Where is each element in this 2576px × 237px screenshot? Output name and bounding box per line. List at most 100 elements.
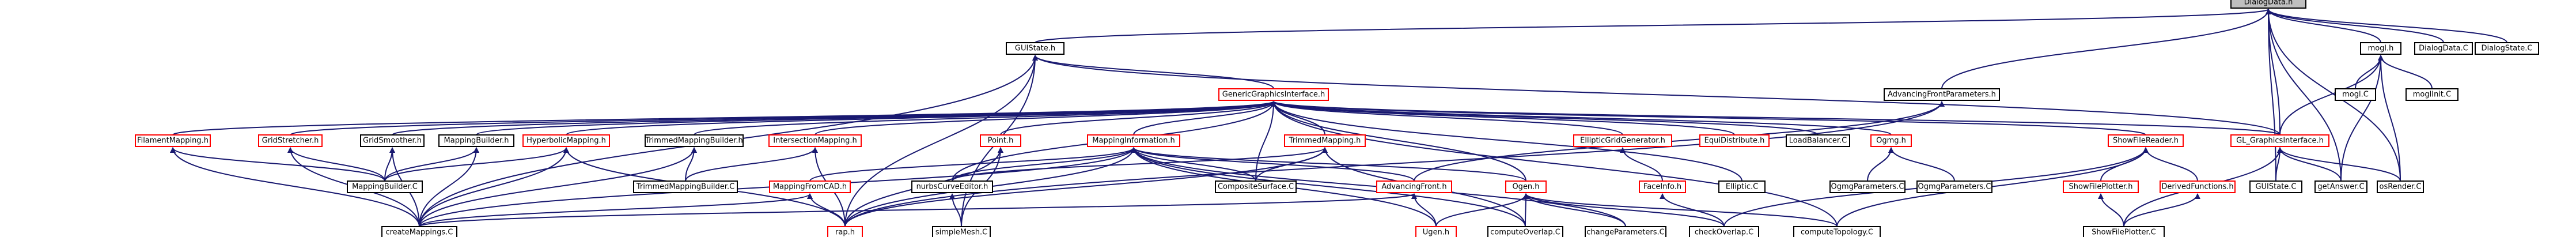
node-box	[2083, 226, 2165, 237]
node-box	[360, 134, 425, 147]
node-box	[522, 134, 610, 147]
node-trimmedmappingbuilder_h[interactable]: TrimmedMappingBuilder.h	[645, 134, 744, 147]
node-getanswer_c[interactable]: getAnswer.C	[2314, 180, 2367, 193]
edge-checkoverlap_c-to-ogen_h	[1523, 193, 1725, 227]
node-box	[1639, 180, 1686, 193]
node-computeoverlap_c[interactable]: computeOverlap.C	[1487, 226, 1563, 237]
edge-gl_graphicsinterface_h-to-guistate_h	[1032, 55, 2280, 136]
node-ugen_h[interactable]: Ugen.h	[1415, 226, 1457, 237]
node-box	[1585, 226, 1666, 237]
node-box	[1006, 42, 1065, 55]
node-osrender_c[interactable]: osRender.C	[2377, 180, 2424, 193]
node-mappingbuilder_h[interactable]: MappingBuilder.h	[438, 134, 514, 147]
node-label: HyperbolicMapping.h	[526, 137, 606, 145]
node-box	[827, 226, 863, 237]
node-ogmg_h[interactable]: Ogmg.h	[1870, 134, 1912, 147]
node-advancingfrontparameters_h[interactable]: AdvancingFrontParameters.h	[1884, 88, 2000, 101]
node-ellipticgridgenerator_h[interactable]: EllipticGridGenerator.h	[1573, 134, 1672, 147]
node-point_h[interactable]: Point.h	[980, 134, 1021, 147]
edge-compositesurface_c-to-trimmedmapping_h	[1255, 147, 1328, 182]
node-equidistribute_h[interactable]: EquiDistribute.h	[1699, 134, 1770, 147]
edge-mappingbuilder_c-to-hyperbolicmapping_h	[384, 147, 569, 182]
node-loadbalancer_c[interactable]: LoadBalancer.C	[1786, 134, 1850, 147]
edge-gl_graphicsinterface_h-to-dialogdata_h	[2266, 9, 2280, 136]
node-label: LoadBalancer.C	[1789, 137, 1847, 145]
node-label: Point.h	[988, 137, 1014, 145]
node-gridstretcher_h[interactable]: GridStretcher.h	[258, 134, 323, 147]
node-createmappings_c[interactable]: createMappings.C	[381, 226, 457, 237]
node-dialogdata_h: DialogData.h	[2230, 0, 2306, 9]
node-trimmedmapping_h[interactable]: TrimmedMapping.h	[1284, 134, 1366, 147]
node-box	[2230, 134, 2329, 147]
node-trimmedmappingbuilder_c[interactable]: TrimmedMappingBuilder.C	[633, 180, 738, 193]
edge-ogmgparameters_c_2-to-ogmg_h	[1888, 147, 1955, 182]
node-guistate_c[interactable]: GUIState.C	[2249, 180, 2302, 193]
node-label: TrimmedMappingBuilder.C	[636, 183, 734, 191]
node-changeparameters_c[interactable]: changeParameters.C	[1585, 226, 1666, 237]
edge-trimmedmappingbuilder_h-to-genericgraphicsinterface_h	[694, 101, 1276, 136]
node-label: OgmgParameters.C	[1831, 183, 1904, 191]
edge-dialogdata_c-to-dialogdata_h	[2266, 9, 2444, 43]
node-mappinginformation_h[interactable]: MappingInformation.h	[1087, 134, 1180, 147]
edge-computetopology_c-to-ogen_h	[1523, 193, 1838, 227]
node-mappingfromcad_h[interactable]: MappingFromCAD.h	[769, 180, 851, 193]
node-guistate_h[interactable]: GUIState.h	[1006, 42, 1065, 55]
node-filamentmapping_h[interactable]: FilamentMapping.h	[135, 134, 211, 147]
edge-genericgraphicsinterface_h-to-guistate_h	[1032, 55, 1274, 89]
node-intersectionmapping_h[interactable]: IntersectionMapping.h	[768, 134, 862, 147]
node-box	[347, 180, 423, 193]
node-genericgraphicsinterface_h[interactable]: GenericGraphicsInterface.h	[1218, 88, 1329, 101]
node-box	[1284, 134, 1366, 147]
node-advancingfront_h[interactable]: AdvancingFront.h	[1376, 180, 1452, 193]
node-nurbscurveeditor_h[interactable]: nurbsCurveEditor.h	[911, 180, 993, 193]
node-compositesurface_c[interactable]: CompositeSurface.C	[1215, 180, 1297, 193]
node-mogl_h[interactable]: mogl.h	[2360, 42, 2401, 55]
node-dialogdata_c[interactable]: DialogData.C	[2414, 42, 2473, 55]
edge-mappingfromcad_h-to-mappinginformation_h	[809, 147, 1137, 182]
node-ogmgparameters_c_2[interactable]: OgmgParameters.C	[1916, 180, 1992, 193]
node-label: CompositeSurface.C	[1218, 183, 1294, 191]
node-label: GUIState.C	[2255, 183, 2296, 191]
node-simplemesh_c[interactable]: simpleMesh.C	[932, 226, 991, 237]
node-box	[911, 180, 993, 193]
node-mogl_c[interactable]: mogl.C	[2335, 88, 2376, 101]
node-gridsmoother_h[interactable]: GridSmoother.h	[360, 134, 425, 147]
edge-compositesurface_c-to-genericgraphicsinterface_h	[1255, 101, 1276, 182]
node-hyperbolicmapping_h[interactable]: HyperbolicMapping.h	[522, 134, 610, 147]
node-label: IntersectionMapping.h	[773, 137, 857, 145]
node-label: simpleMesh.C	[935, 228, 987, 237]
node-mappingbuilder_c[interactable]: MappingBuilder.C	[347, 180, 423, 193]
node-faceinfo_h[interactable]: FaceInfo.h	[1639, 180, 1686, 193]
node-label: ShowFilePlotter.h	[2069, 183, 2133, 191]
node-ogmgparameters_c_1[interactable]: OgmgParameters.C	[1829, 180, 1906, 193]
node-label: GridStretcher.h	[262, 137, 319, 145]
edge-layer	[170, 9, 2507, 227]
node-moglinit_c[interactable]: moglInit.C	[2405, 88, 2458, 101]
edge-createmappings_c-to-trimmedmappingbuilder_h	[419, 147, 697, 227]
node-showfilereader_h[interactable]: ShowFileReader.h	[2108, 134, 2184, 147]
node-label: TrimmedMappingBuilder.h	[645, 137, 743, 145]
node-derivedfunctions_h[interactable]: DerivedFunctions.h	[2160, 180, 2236, 193]
node-ogen_h[interactable]: Ogen.h	[1505, 180, 1547, 193]
edge-advancingfrontparameters_h-to-dialogdata_h	[1941, 9, 2271, 89]
node-showfileplotter_c[interactable]: ShowFilePlotter.C	[2083, 226, 2165, 237]
node-box	[1215, 180, 1297, 193]
edge-ellipticgridgenerator_h-to-genericgraphicsinterface_h	[1271, 101, 1623, 136]
edge-mappingbuilder_c-to-filamentmapping_h	[170, 147, 385, 182]
node-dialogstate_c[interactable]: DialogState.C	[2475, 42, 2539, 55]
edge-faceinfo_h-to-ellipticgridgenerator_h	[1620, 147, 1663, 182]
node-label: DialogState.C	[2481, 44, 2532, 53]
node-box	[1573, 134, 1672, 147]
node-rap_h[interactable]: rap.h	[827, 226, 863, 237]
node-gl_graphicsinterface_h[interactable]: GL_GraphicsInterface.h	[2230, 134, 2329, 147]
node-label: getAnswer.C	[2317, 183, 2364, 191]
node-computetopology_c[interactable]: computeTopology.C	[1793, 226, 1881, 237]
node-elliptic_c[interactable]: Elliptic.C	[1718, 180, 1766, 193]
node-label: nurbsCurveEditor.h	[916, 183, 988, 191]
node-box	[2314, 180, 2367, 193]
node-box	[2108, 134, 2184, 147]
node-showfileplotter_h[interactable]: ShowFilePlotter.h	[2063, 180, 2139, 193]
node-checkoverlap_c[interactable]: checkOverlap.C	[1689, 226, 1759, 237]
node-box	[135, 134, 211, 147]
